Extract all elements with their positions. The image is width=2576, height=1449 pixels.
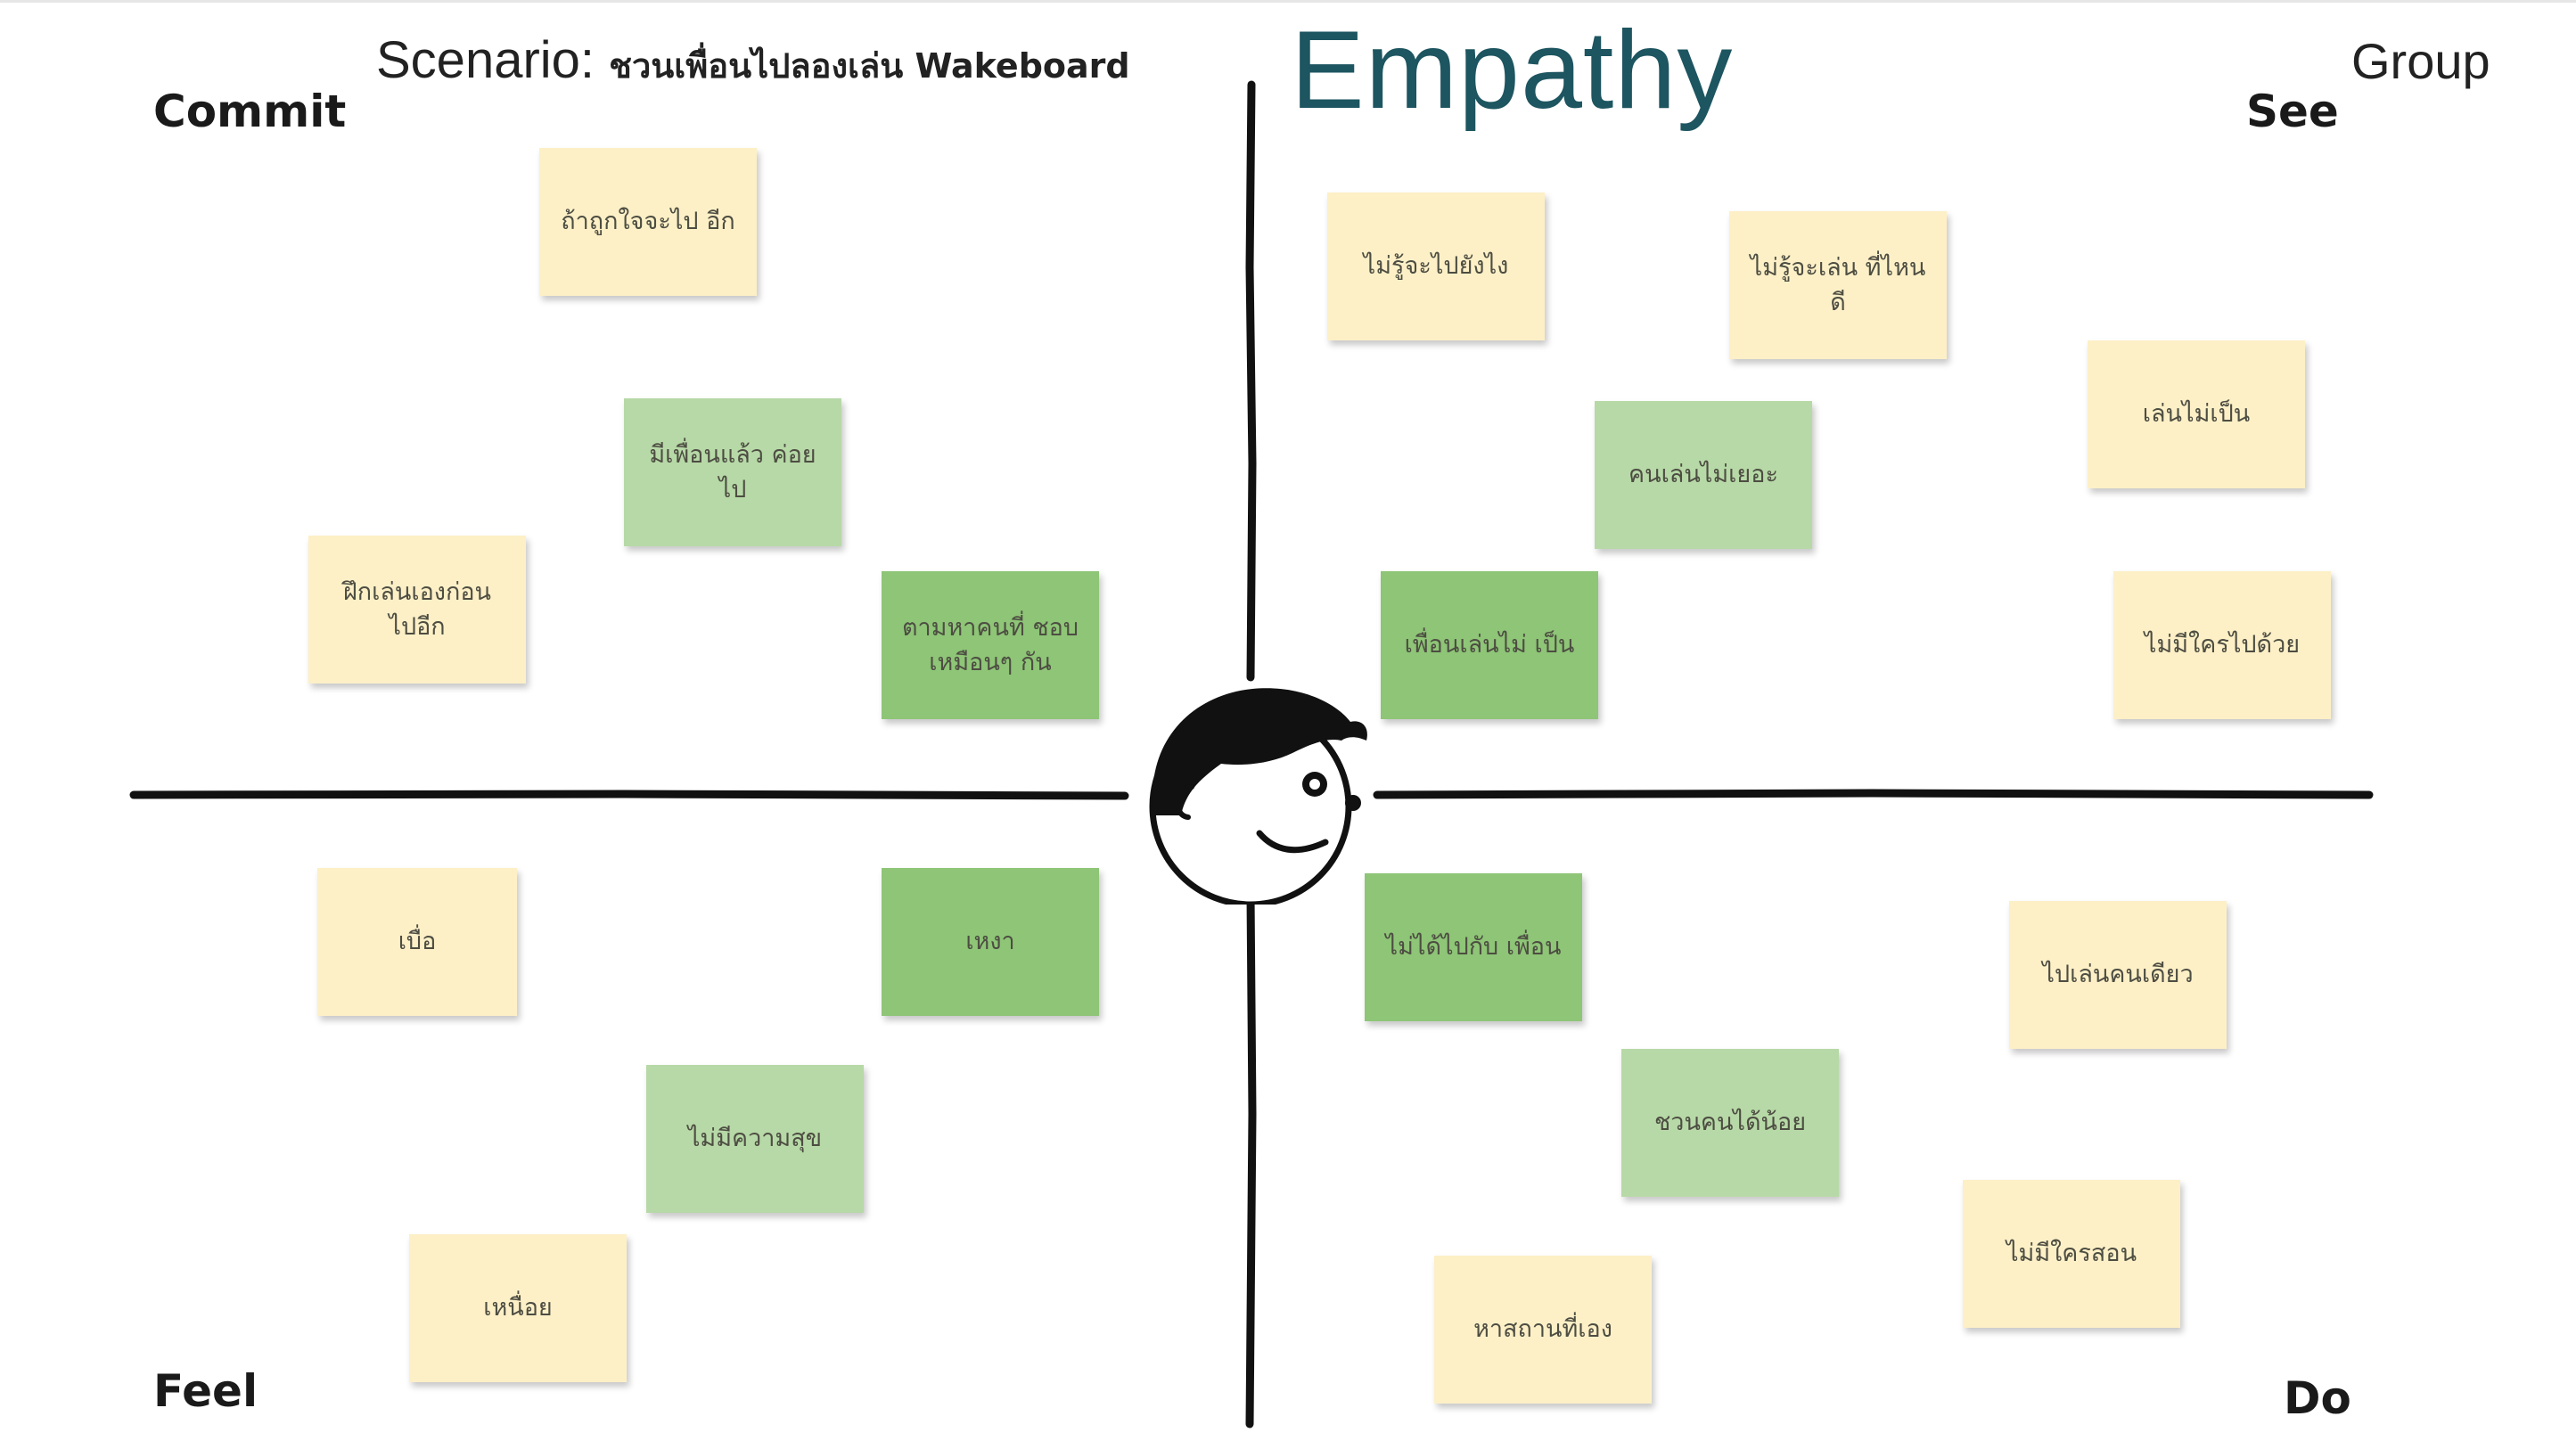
- sticky-note[interactable]: มีเพื่อนแล้ว ค่อยไป: [624, 398, 841, 546]
- sticky-note[interactable]: ไม่รู้จะไปยังไง: [1327, 192, 1545, 340]
- quadrant-label-see: See: [2246, 86, 2339, 137]
- sticky-note[interactable]: ฝึกเล่นเองก่อน ไปอีก: [308, 536, 526, 684]
- sticky-note-text: ไปเล่นคนเดียว: [2042, 961, 2194, 989]
- sticky-note[interactable]: ตามหาคนที่ ชอบเหมือนๆ กัน: [882, 571, 1099, 719]
- sticky-note[interactable]: ชวนคนได้น้อย: [1621, 1049, 1839, 1197]
- sticky-note[interactable]: ไม่มีความสุข: [646, 1065, 864, 1213]
- quadrant-label-commit: Commit: [153, 86, 347, 137]
- sticky-note-text: ชวนคนได้น้อย: [1653, 1109, 1807, 1137]
- sticky-note[interactable]: ไม่รู้จะเล่น ที่ไหนดี: [1729, 211, 1947, 359]
- sticky-note-text: เล่นไม่เป็น: [2142, 400, 2251, 429]
- sticky-note[interactable]: ไปเล่นคนเดียว: [2009, 901, 2227, 1049]
- sticky-note-text: ตามหาคนที่ ชอบเหมือนๆ กัน: [901, 613, 1079, 676]
- sticky-note[interactable]: เหนื่อย: [409, 1234, 627, 1382]
- scenario-prefix: Scenario:: [376, 31, 595, 89]
- smiling-face-icon: [1149, 688, 1367, 905]
- sticky-note-text: คนเล่นไม่เยอะ: [1628, 461, 1778, 489]
- sticky-note-text: เหนื่อย: [483, 1294, 553, 1322]
- sticky-note[interactable]: คนเล่นไม่เยอะ: [1595, 401, 1812, 549]
- sticky-note-text: มีเพื่อนแล้ว ค่อยไป: [649, 440, 816, 503]
- sticky-note-text: หาสถานที่เอง: [1473, 1315, 1612, 1344]
- sticky-note[interactable]: เล่นไม่เป็น: [2088, 340, 2305, 488]
- top-divider: [0, 0, 2576, 3]
- sticky-note[interactable]: ถ้าถูกใจจะไป อีก: [539, 148, 757, 296]
- quadrant-label-do: Do: [2284, 1372, 2351, 1424]
- vertical-axis-top: [1245, 80, 1257, 682]
- sticky-note-text: เบื่อ: [398, 928, 437, 956]
- sticky-note[interactable]: ไม่มีใครสอน: [1963, 1180, 2180, 1328]
- page-title: Empathy: [1291, 9, 1734, 132]
- sticky-note-text: ไม่รู้จะเล่น ที่ไหนดี: [1750, 253, 1926, 316]
- sticky-note-text: ไม่มีความสุข: [687, 1125, 823, 1153]
- horizontal-axis-right: [1373, 789, 2374, 799]
- sticky-note-text: ถ้าถูกใจจะไป อีก: [561, 208, 735, 236]
- sticky-note-text: เพื่อนเล่นไม่ เป็น: [1404, 631, 1575, 659]
- vertical-axis-bottom: [1245, 891, 1257, 1429]
- sticky-note[interactable]: หาสถานที่เอง: [1434, 1256, 1652, 1404]
- sticky-note[interactable]: เหงา: [882, 868, 1099, 1016]
- quadrant-label-feel: Feel: [153, 1365, 258, 1417]
- scenario-heading: Scenario: ชวนเพื่อนไปลองเล่น Wakeboard: [376, 30, 1130, 93]
- sticky-note-text: ไม่ได้ไปกับ เพื่อน: [1385, 933, 1562, 962]
- group-label: Group: [2351, 33, 2490, 89]
- scenario-text: ชวนเพื่อนไปลองเล่น Wakeboard: [609, 46, 1130, 86]
- sticky-note-text: ไม่มีใครไปด้วย: [2144, 631, 2301, 659]
- sticky-note-text: ไม่มีใครสอน: [2006, 1240, 2137, 1268]
- sticky-note-text: ไม่รู้จะไปยังไง: [1363, 252, 1509, 281]
- sticky-note[interactable]: เบื่อ: [317, 868, 517, 1016]
- horizontal-axis-left: [129, 790, 1129, 800]
- sticky-note-text: ฝึกเล่นเองก่อน ไปอีก: [342, 577, 492, 641]
- sticky-note-text: เหงา: [965, 928, 1015, 956]
- sticky-note[interactable]: เพื่อนเล่นไม่ เป็น: [1381, 571, 1598, 719]
- sticky-note[interactable]: ไม่ได้ไปกับ เพื่อน: [1365, 873, 1582, 1021]
- sticky-note[interactable]: ไม่มีใครไปด้วย: [2113, 571, 2331, 719]
